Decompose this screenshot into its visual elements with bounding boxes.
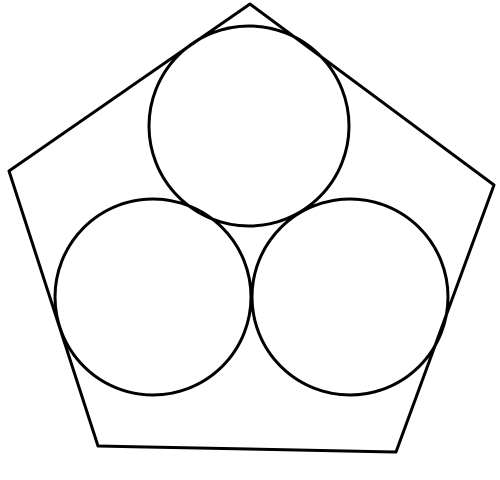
pentagon-outline xyxy=(7,2,496,454)
circle-top xyxy=(147,24,351,228)
circle-bottom-right xyxy=(250,197,450,397)
circle-bottom-left xyxy=(53,197,253,397)
